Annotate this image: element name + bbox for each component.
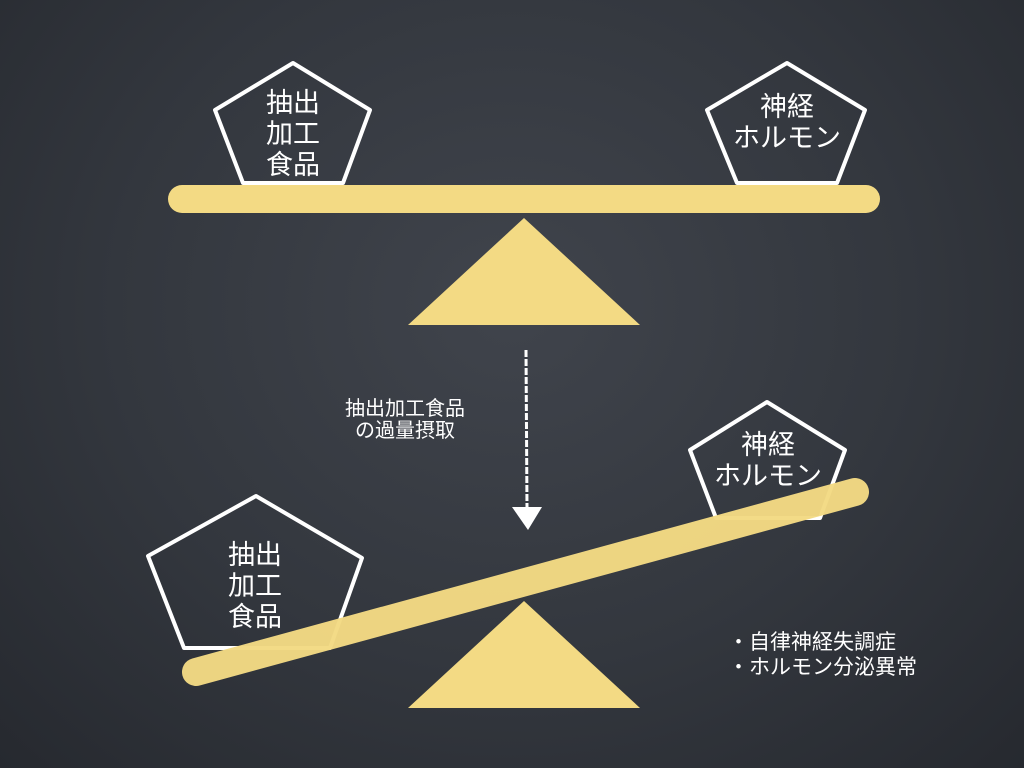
- beam-balanced: [168, 185, 880, 213]
- arrow-head-icon: [512, 507, 542, 530]
- fulcrum-bottom: [408, 601, 640, 708]
- pentagon-top-right: [705, 61, 867, 185]
- arrow-label: 抽出加工食品 の過量摂取: [345, 396, 465, 442]
- balanced-right-label: 神経 ホルモン: [733, 92, 841, 155]
- beam-tilted: [182, 478, 869, 686]
- balanced-left-label: 抽出 加工 食品: [266, 88, 320, 182]
- arrow-shaft: [524, 349, 529, 509]
- pentagon-top-left: [213, 61, 372, 185]
- tilted-right-label: 神経 ホルモン: [714, 430, 822, 493]
- fulcrum-top: [408, 218, 640, 325]
- result-item: ・ホルモン分泌異常: [728, 655, 917, 679]
- result-item: ・自律神経失調症: [728, 630, 896, 654]
- tilted-left-label: 抽出 加工 食品: [228, 540, 282, 634]
